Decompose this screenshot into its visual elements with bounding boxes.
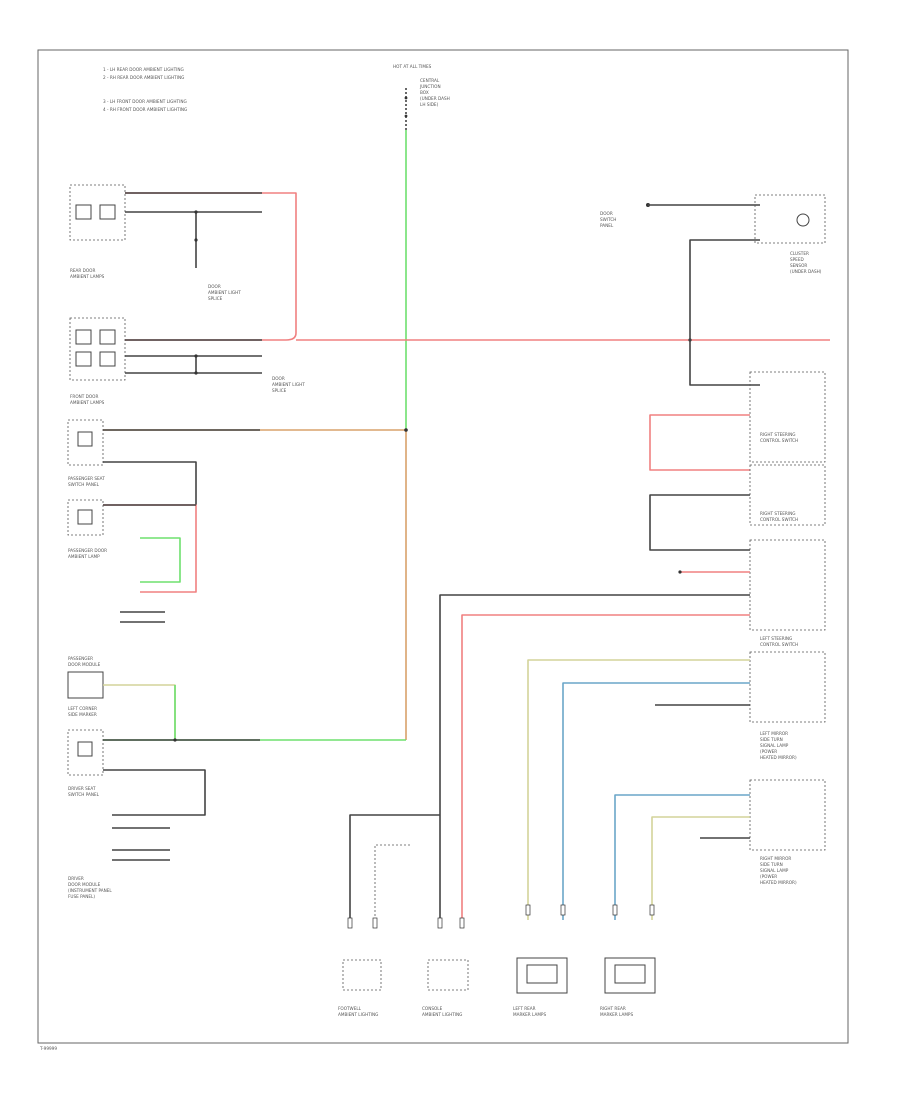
- svg-text:SENSOR: SENSOR: [790, 263, 807, 268]
- speed-sensor-icon: [796, 213, 810, 227]
- svg-text:SPLICE: SPLICE: [272, 388, 287, 393]
- svg-text:DOOR MODULE: DOOR MODULE: [68, 882, 101, 887]
- svg-text:PASSENGER DOOR: PASSENGER DOOR: [68, 548, 107, 553]
- svg-text:MARKER LAMPS: MARKER LAMPS: [513, 1012, 546, 1017]
- svg-text:LEFT MIRROR: LEFT MIRROR: [760, 731, 788, 736]
- rear-door-lamps: REAR DOOR AMBIENT LAMPS: [69, 184, 126, 279]
- footwell-ambient-lighting: FOOTWELL AMBIENT LIGHTING: [338, 959, 382, 1017]
- wire-rear-door-feed: [125, 192, 297, 333]
- fuse-source: HOT AT ALL TIMES CENTRAL JUNCTION BOX (U…: [393, 64, 450, 130]
- svg-text:(UNDER DASH): (UNDER DASH): [790, 269, 822, 274]
- fuse-label: HOT AT ALL TIMES: [393, 64, 432, 69]
- svg-text:(UNDER DASH: (UNDER DASH: [420, 96, 450, 101]
- svg-text:AMBIENT LAMPS: AMBIENT LAMPS: [70, 274, 105, 279]
- door-ambient-light-splice-rear: DOOR AMBIENT LIGHT SPLICE: [208, 284, 241, 301]
- console-ambient-lighting: CONSOLE AMBIENT LIGHTING: [422, 959, 469, 1017]
- door-switch-panel: DOOR SWITCH PANEL: [600, 203, 650, 228]
- wire-steering-black: [439, 594, 750, 920]
- note-1: 1 - LH REAR DOOR AMBIENT LIGHTING: [103, 67, 184, 72]
- svg-text:LEFT REAR: LEFT REAR: [513, 1006, 536, 1011]
- svg-text:CENTRAL: CENTRAL: [420, 78, 440, 83]
- svg-text:AMBIENT LIGHT: AMBIENT LIGHT: [272, 382, 305, 387]
- passenger-door-module: PASSENGER DOOR MODULE: [68, 656, 101, 667]
- svg-text:CONSOLE: CONSOLE: [422, 1006, 443, 1011]
- diagram-frame: [37, 49, 849, 1044]
- svg-text:HEATED MIRROR): HEATED MIRROR): [760, 755, 797, 760]
- svg-text:(INSTRUMENT PANEL: (INSTRUMENT PANEL: [68, 888, 112, 893]
- left-rear-marker-lamps: LEFT REAR MARKER LAMPS: [513, 957, 568, 1017]
- svg-text:LEFT STEERING: LEFT STEERING: [760, 636, 792, 641]
- svg-text:FUSE PANEL): FUSE PANEL): [68, 894, 95, 899]
- svg-text:CONTROL SWITCH: CONTROL SWITCH: [760, 642, 798, 647]
- svg-text:SPEED: SPEED: [790, 257, 804, 262]
- svg-text:DRIVER SEAT: DRIVER SEAT: [68, 786, 96, 791]
- note-4: 4 - RH FRONT DOOR AMBIENT LIGHTING: [103, 107, 187, 112]
- left-steering-switch: LEFT STEERING CONTROL SWITCH: [749, 539, 826, 647]
- svg-text:SIDE TURN: SIDE TURN: [760, 737, 783, 742]
- right-rear-marker-lamps: RIGHT REAR MARKER LAMPS: [600, 957, 656, 1017]
- svg-text:RIGHT STEERING: RIGHT STEERING: [760, 511, 795, 516]
- svg-text:JUNCTION: JUNCTION: [419, 84, 441, 89]
- svg-text:FOOTWELL: FOOTWELL: [338, 1006, 362, 1011]
- svg-text:LH SIDE): LH SIDE): [420, 102, 439, 107]
- svg-text:PANEL: PANEL: [600, 223, 614, 228]
- bottom-connector-pins: [347, 904, 655, 929]
- driver-door-module: DRIVER DOOR MODULE (INSTRUMENT PANEL FUS…: [68, 876, 112, 899]
- svg-text:DOOR: DOOR: [272, 376, 285, 381]
- svg-text:CONTROL SWITCH: CONTROL SWITCH: [760, 438, 798, 443]
- svg-text:LEFT CORNER: LEFT CORNER: [68, 706, 97, 711]
- svg-text:SPLICE: SPLICE: [208, 296, 223, 301]
- left-corner-marker: LEFT CORNER SIDE MARKER: [67, 671, 104, 717]
- door-ambient-light-splice-front: DOOR AMBIENT LIGHT SPLICE: [272, 376, 305, 393]
- driver-seat-switch: DRIVER SEAT SWITCH PANEL: [67, 729, 104, 797]
- svg-text:BOX: BOX: [420, 90, 429, 95]
- right-mirror: RIGHT MIRROR SIDE TURN SIGNAL LAMP (POWE…: [749, 779, 826, 885]
- svg-text:AMBIENT LIGHTING: AMBIENT LIGHTING: [422, 1012, 462, 1017]
- svg-text:FRONT DOOR: FRONT DOOR: [70, 394, 98, 399]
- note-2: 2 - RH REAR DOOR AMBIENT LIGHTING: [103, 75, 184, 80]
- svg-text:SWITCH: SWITCH: [600, 217, 616, 222]
- svg-text:MARKER LAMPS: MARKER LAMPS: [600, 1012, 633, 1017]
- svg-text:SWITCH PANEL: SWITCH PANEL: [68, 482, 100, 487]
- right-steering-switch-2: RIGHT STEERING CONTROL SWITCH: [749, 464, 826, 526]
- footer-code: T-99999: [39, 1046, 57, 1051]
- svg-text:PASSENGER: PASSENGER: [68, 656, 93, 661]
- right-steering-switch-1: RIGHT STEERING CONTROL SWITCH: [749, 371, 826, 463]
- svg-text:DOOR: DOOR: [600, 211, 613, 216]
- svg-text:AMBIENT LAMPS: AMBIENT LAMPS: [70, 400, 105, 405]
- svg-text:(POWER: (POWER: [760, 749, 777, 754]
- svg-text:RIGHT STEERING: RIGHT STEERING: [760, 432, 795, 437]
- svg-text:CONTROL SWITCH: CONTROL SWITCH: [760, 517, 798, 522]
- svg-text:PASSENGER SEAT: PASSENGER SEAT: [68, 476, 105, 481]
- note-3: 3 - LH FRONT DOOR AMBIENT LIGHTING: [103, 99, 187, 104]
- svg-text:AMBIENT LIGHTING: AMBIENT LIGHTING: [338, 1012, 378, 1017]
- svg-text:AMBIENT LAMP: AMBIENT LAMP: [68, 554, 100, 559]
- svg-text:RIGHT REAR: RIGHT REAR: [600, 1006, 626, 1011]
- svg-text:AMBIENT LIGHT: AMBIENT LIGHT: [208, 290, 241, 295]
- fuse-icon: [404, 96, 408, 100]
- svg-text:RIGHT MIRROR: RIGHT MIRROR: [760, 856, 791, 861]
- svg-text:HEATED MIRROR): HEATED MIRROR): [760, 880, 797, 885]
- notes-block: 1 - LH REAR DOOR AMBIENT LIGHTING 2 - RH…: [103, 67, 187, 112]
- wire-steering-red: [461, 614, 750, 920]
- svg-text:SIGNAL LAMP: SIGNAL LAMP: [760, 743, 789, 748]
- svg-text:SWITCH PANEL: SWITCH PANEL: [68, 792, 100, 797]
- passenger-seat-switch: PASSENGER SEAT SWITCH PANEL: [67, 419, 105, 487]
- svg-text:(POWER: (POWER: [760, 874, 777, 879]
- passenger-door-lamp: PASSENGER DOOR AMBIENT LAMP: [67, 499, 107, 559]
- svg-text:DOOR MODULE: DOOR MODULE: [68, 662, 101, 667]
- front-door-lamps: FRONT DOOR AMBIENT LAMPS: [69, 317, 126, 405]
- svg-text:SIGNAL LAMP: SIGNAL LAMP: [760, 868, 789, 873]
- svg-text:DRIVER: DRIVER: [68, 876, 84, 881]
- cluster-speed-sensor: CLUSTER SPEED SENSOR (UNDER DASH): [754, 194, 826, 274]
- svg-text:DOOR: DOOR: [208, 284, 221, 289]
- svg-text:SIDE TURN: SIDE TURN: [760, 862, 783, 867]
- left-mirror: LEFT MIRROR SIDE TURN SIGNAL LAMP (POWER…: [749, 651, 826, 760]
- svg-text:SIDE MARKER: SIDE MARKER: [68, 712, 97, 717]
- wire-passenger-lamp: [140, 537, 181, 583]
- svg-text:REAR DOOR: REAR DOOR: [70, 268, 95, 273]
- svg-text:CLUSTER: CLUSTER: [790, 251, 809, 256]
